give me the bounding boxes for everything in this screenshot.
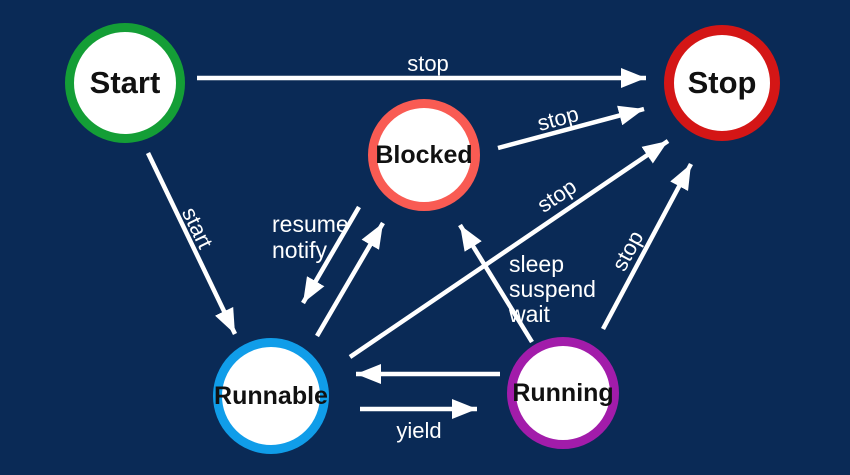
state-node-stop-label: Stop (687, 65, 757, 100)
arrow-blocked-to-stop (497, 105, 645, 151)
state-node-running-label: Running (512, 378, 614, 407)
arrow-runnable-to-stop (348, 139, 670, 359)
transition-label-line-suspend: suspend (509, 276, 596, 302)
state-node-start: Start (65, 23, 185, 143)
state-node-stop: Stop (664, 25, 780, 141)
transition-label-running-to-blocked: sleep suspend wait (509, 252, 596, 327)
transition-label-line-sleep: sleep (509, 251, 564, 277)
transition-label-runnable-to-running: yield (396, 418, 442, 443)
transition-label-blocked-to-runnable: resume notify (272, 211, 349, 263)
transition-label-line-resume: resume (272, 211, 349, 237)
arrow-running-to-stop (601, 162, 693, 331)
state-node-runnable-label: Runnable (214, 381, 328, 410)
state-node-running: Running (507, 337, 619, 449)
arrow-start-to-runnable (145, 152, 238, 335)
state-node-blocked-label: Blocked (375, 140, 473, 169)
transition-label-start-to-stop: stop (407, 51, 449, 76)
state-node-start-label: Start (89, 65, 161, 100)
transition-label-line-notify: notify (272, 237, 327, 263)
state-node-blocked: Blocked (368, 99, 480, 211)
arrow-runnable-to-blocked (315, 221, 385, 338)
state-node-runnable: Runnable (213, 338, 329, 454)
arrow-blocked-to-runnable (301, 205, 361, 305)
transition-label-line-wait: wait (509, 301, 550, 327)
arrow-running-to-blocked (458, 223, 534, 344)
